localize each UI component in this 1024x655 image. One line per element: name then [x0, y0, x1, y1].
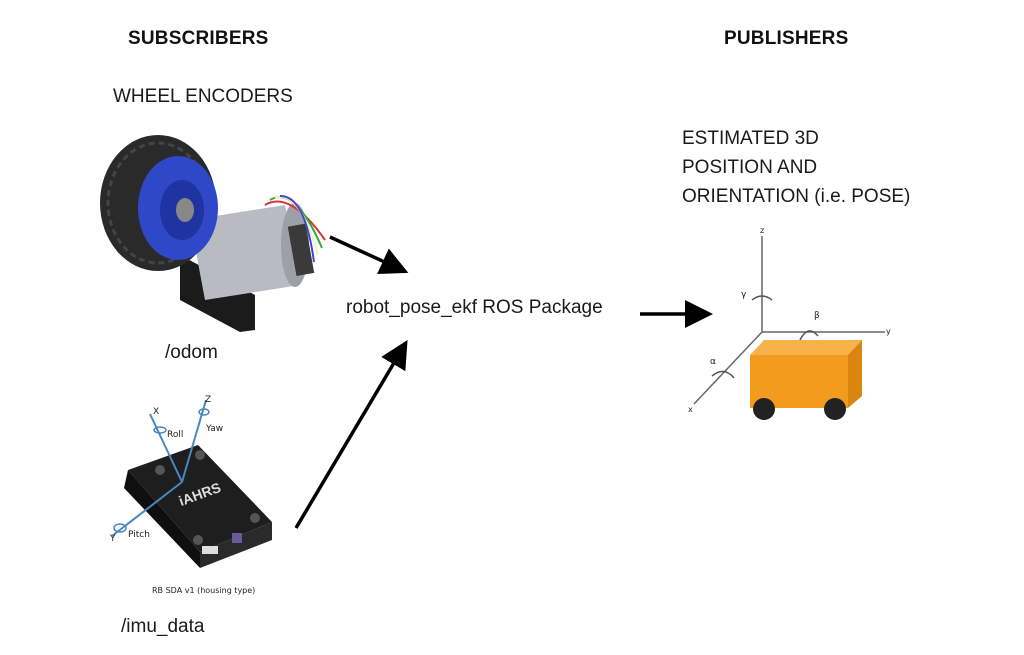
imu-topic-label: /imu_data: [121, 616, 205, 637]
arrow-odom-to-package: [329, 235, 409, 274]
imu-axis-y-label: Y: [110, 534, 116, 544]
wheel-encoders-label: WHEEL ENCODERS: [113, 86, 293, 107]
output-title: ESTIMATED 3D POSITION AND ORIENTATION (i…: [682, 124, 910, 211]
output-title-line3: ORIENTATION (i.e. POSE): [682, 186, 911, 207]
imu-axis-z-label: Z: [205, 395, 212, 405]
imu-sensor-image: [111, 399, 272, 568]
publishers-heading: PUBLISHERS: [724, 28, 849, 49]
imu-caption: RB SDA v1 (housing type): [152, 586, 256, 595]
imu-roll-label: Roll: [167, 430, 184, 440]
imu-axis-x-label: X: [153, 407, 160, 417]
pose-axis-y-label: y: [886, 327, 891, 336]
pose-beta-label: β: [814, 311, 820, 321]
wheel-encoder-motor-image: [100, 135, 326, 332]
pose-gamma-label: γ: [741, 290, 747, 300]
output-title-line2: POSITION AND: [682, 157, 818, 178]
package-label: robot_pose_ekf ROS Package: [346, 297, 603, 318]
arrow-imu-to-package: [294, 339, 408, 529]
output-title-line1: ESTIMATED 3D: [682, 128, 819, 149]
pose-alpha-label: α: [710, 357, 716, 367]
pose-axis-z-label: z: [760, 226, 765, 235]
odom-topic-label: /odom: [165, 342, 218, 363]
imu-yaw-label: Yaw: [206, 424, 224, 434]
subscribers-heading: SUBSCRIBERS: [128, 28, 269, 49]
pose-axis-x-label: x: [688, 405, 693, 414]
imu-pitch-label: Pitch: [128, 530, 150, 540]
robot-pose-axes-image: [693, 236, 885, 420]
